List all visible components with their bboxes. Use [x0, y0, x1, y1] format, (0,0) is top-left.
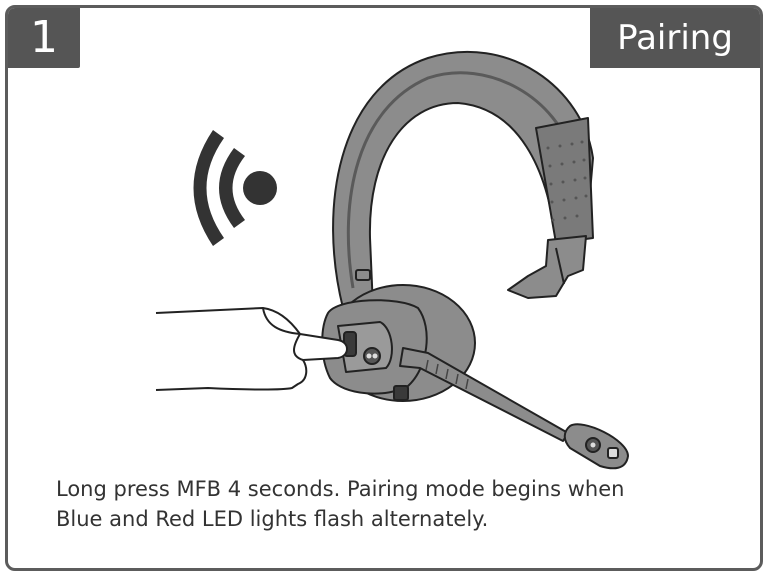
step-number-badge: 1 [8, 8, 80, 68]
hand-pressing-icon [155, 307, 348, 391]
pairing-step-card: 1 Pairing [5, 5, 763, 571]
illustration [155, 50, 629, 470]
step-title-badge: Pairing [590, 8, 760, 68]
instruction-line-2: Blue and Red LED lights flash alternatel… [56, 507, 489, 531]
wireless-signal-icon [193, 130, 277, 246]
headset-illustration [321, 50, 629, 470]
instruction-text: Long press MFB 4 seconds. Pairing mode b… [56, 474, 746, 534]
step-number: 1 [30, 12, 58, 63]
instruction-line-1: Long press MFB 4 seconds. Pairing mode b… [56, 477, 625, 501]
step-title: Pairing [617, 18, 733, 58]
